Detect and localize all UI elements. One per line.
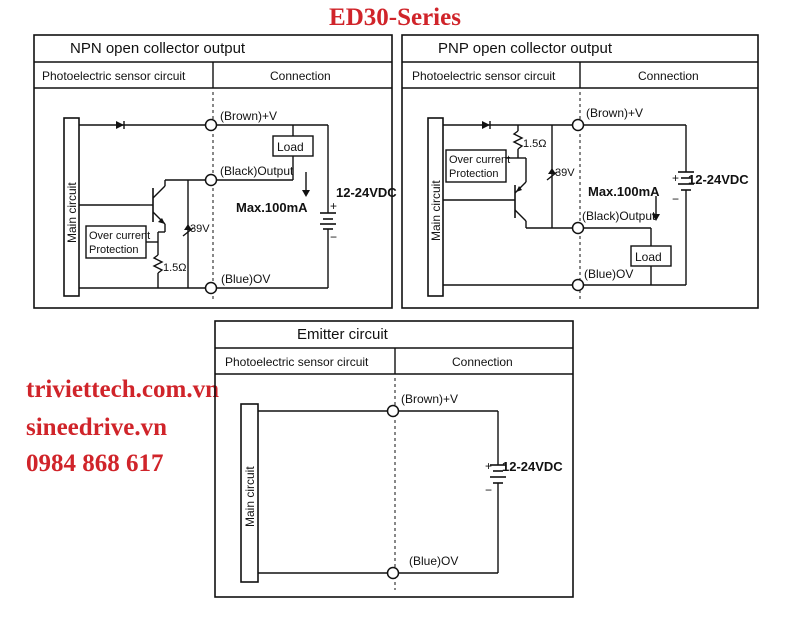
pnp-protection-box <box>445 149 507 183</box>
pnp-main-circuit-block <box>427 117 444 297</box>
npn-resistor-icon <box>152 254 164 274</box>
pnp-terminal-blue <box>571 278 585 292</box>
pnp-terminal-brown <box>571 118 585 132</box>
emitter-terminal-blue <box>386 566 400 580</box>
emitter-terminal-brown <box>386 404 400 418</box>
emitter-frame <box>214 320 574 598</box>
emitter-plus-label: + <box>485 459 492 473</box>
emitter-col-right: Connection <box>452 355 513 369</box>
contact-phone: 0984 868 617 <box>26 450 164 477</box>
pnp-max-current: Max.100mA <box>588 184 660 199</box>
npn-col-right: Connection <box>270 69 331 83</box>
pnp-supply-label: 12-24VDC <box>688 172 749 187</box>
emitter-main-circuit-block <box>240 403 259 583</box>
npn-main-circuit-label: Main circuit <box>65 182 79 243</box>
npn-minus-label: − <box>330 230 337 244</box>
contact-website-2: sineedrive.vn <box>26 414 167 441</box>
pnp-resistor-label: 1.5Ω <box>523 138 547 150</box>
contact-website-1: triviettech.com.vn <box>26 376 219 403</box>
npn-terminal-brown <box>204 118 218 132</box>
npn-protection-line1: Over current <box>89 230 150 242</box>
pnp-brown-label: (Brown)+V <box>586 106 643 120</box>
npn-terminal-black <box>204 173 218 187</box>
pnp-current-arrow-icon <box>652 214 660 221</box>
npn-max-current: Max.100mA <box>236 200 308 215</box>
emitter-brown-label: (Brown)+V <box>401 392 458 406</box>
pnp-protection-line1: Over current <box>449 154 510 166</box>
pnp-heading: PNP open collector output <box>438 40 613 57</box>
pnp-panel: PNP open collector output Photoelectric … <box>401 34 759 309</box>
pnp-minus-label: − <box>672 192 679 206</box>
pnp-protection-line2: Protection <box>449 168 499 180</box>
npn-brown-label: (Brown)+V <box>220 109 277 123</box>
pnp-resistor-icon <box>512 130 524 150</box>
page-title: ED30-Series <box>329 4 461 31</box>
npn-frame <box>33 34 393 309</box>
npn-current-arrow-icon <box>302 190 310 197</box>
npn-resistor-label: 1.5Ω <box>163 262 187 274</box>
pnp-main-circuit-label: Main circuit <box>429 180 443 241</box>
pnp-plus-label: + <box>672 171 679 185</box>
npn-black-label: (Black)Output <box>220 164 294 178</box>
npn-diode-icon <box>116 121 124 129</box>
emitter-col-left: Photoelectric sensor circuit <box>225 355 369 369</box>
npn-terminal-blue <box>204 281 218 295</box>
pnp-frame <box>401 34 759 309</box>
npn-blue-label: (Blue)OV <box>221 272 270 286</box>
npn-plus-label: + <box>330 199 337 213</box>
pnp-col-right: Connection <box>638 69 699 83</box>
emitter-minus-label: − <box>485 483 492 497</box>
pnp-black-label: (Black)Output <box>582 209 656 223</box>
emitter-blue-label: (Blue)OV <box>409 554 458 568</box>
npn-protection-line2: Protection <box>89 244 139 256</box>
pnp-diode-icon <box>482 121 490 129</box>
pnp-col-left: Photoelectric sensor circuit <box>412 69 556 83</box>
npn-panel: NPN open collector output Photoelectric … <box>33 34 397 309</box>
emitter-supply-label: 12-24VDC <box>502 459 563 474</box>
pnp-blue-label: (Blue)OV <box>584 267 633 281</box>
emitter-heading: Emitter circuit <box>297 326 389 343</box>
pnp-terminal-black <box>571 221 585 235</box>
npn-zener-label: 39V <box>190 223 210 235</box>
npn-col-left: Photoelectric sensor circuit <box>42 69 186 83</box>
npn-heading: NPN open collector output <box>70 40 246 57</box>
pnp-load-label: Load <box>635 250 662 264</box>
emitter-main-circuit-label: Main circuit <box>243 466 257 527</box>
npn-supply-label: 12-24VDC <box>336 185 397 200</box>
emitter-panel: Emitter circuit Photoelectric sensor cir… <box>214 320 574 598</box>
npn-load-label: Load <box>277 140 304 154</box>
pnp-zener-label: 39V <box>555 167 575 179</box>
npn-main-circuit-block <box>63 117 80 297</box>
